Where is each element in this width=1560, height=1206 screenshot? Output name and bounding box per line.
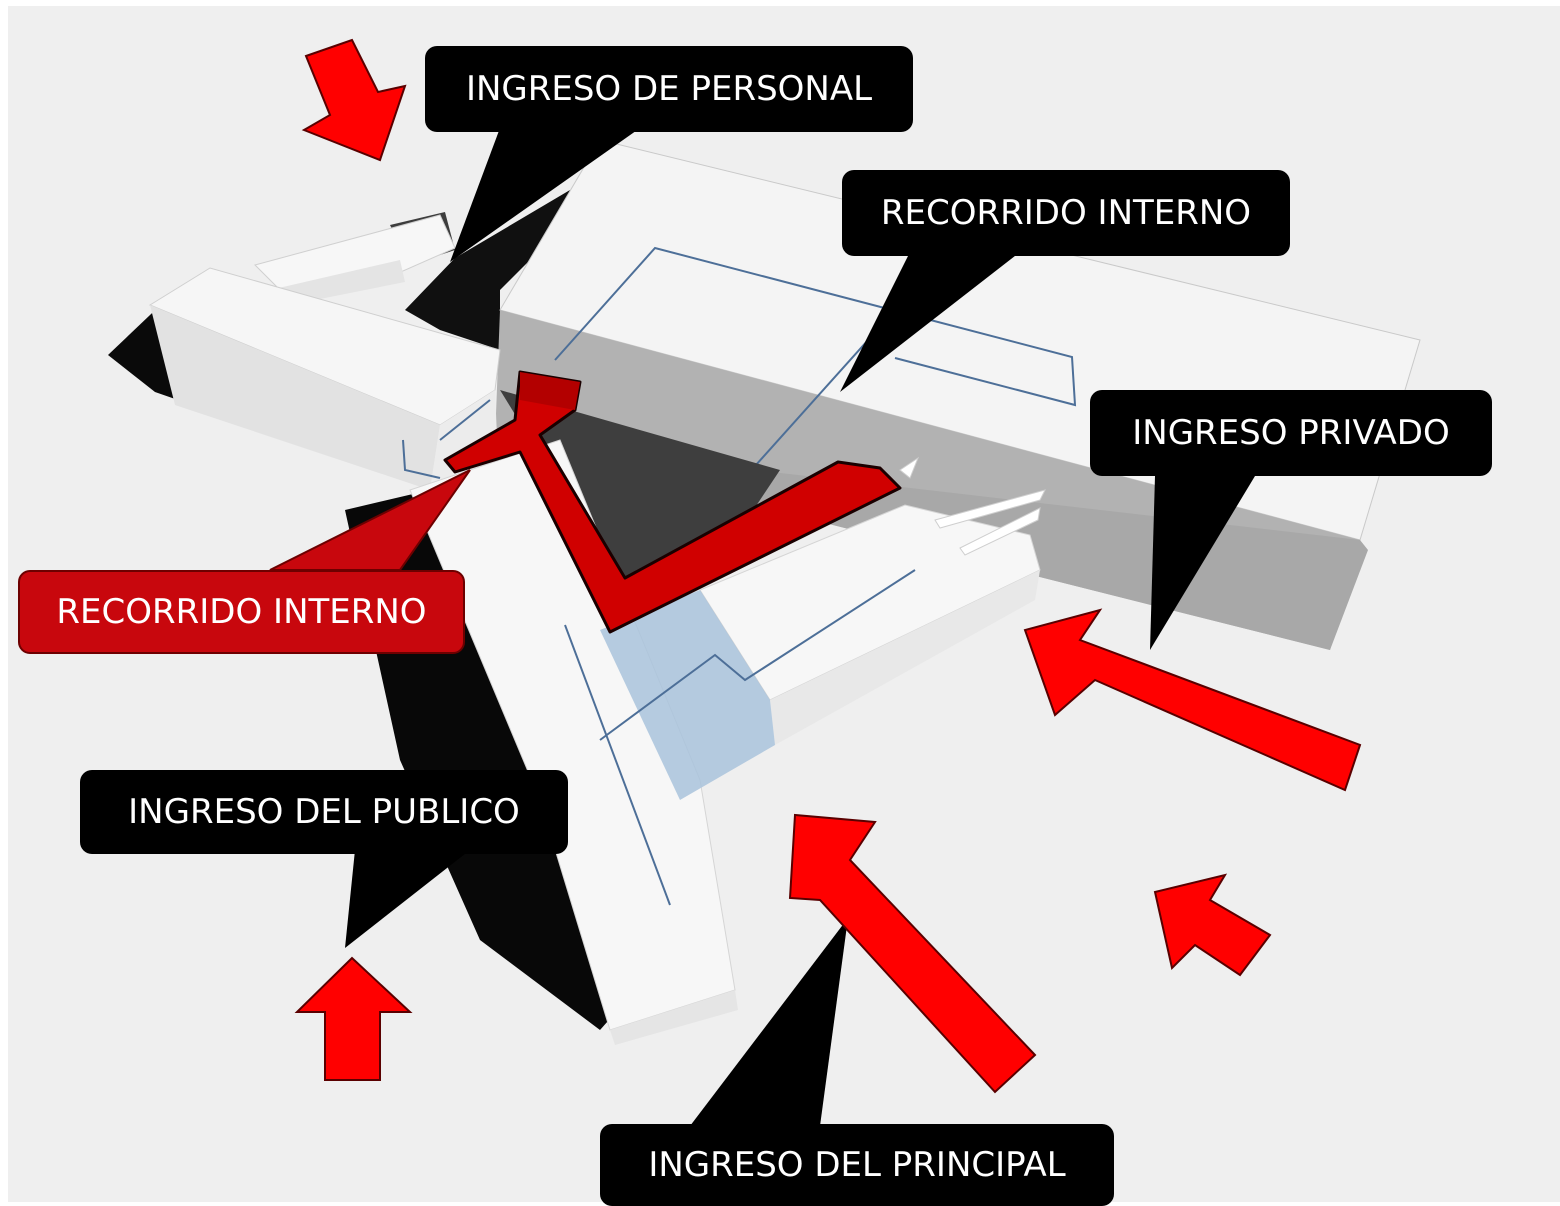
label-ingreso-publico: INGRESO DEL PUBLICO (80, 770, 568, 854)
callout-pointers (269, 128, 1255, 1126)
label-ingreso-privado: INGRESO PRIVADO (1090, 390, 1492, 476)
arrow-diagonal-icon (1153, 873, 1272, 977)
arrow-diagonal-icon (788, 813, 1037, 1094)
internal-path (443, 370, 902, 634)
arrow-down-icon (301, 38, 407, 162)
label-ingreso-personal: INGRESO DE PERSONAL (425, 46, 913, 132)
pointer-recorrido-interno (840, 252, 1020, 392)
pointer-ingreso-publico (345, 850, 470, 948)
pointer-ingreso-privado (1150, 476, 1255, 650)
label-recorrido-interno-top: RECORRIDO INTERNO (842, 170, 1290, 256)
label-recorrido-interno-red: RECORRIDO INTERNO (18, 570, 465, 654)
entry-arrows (294, 38, 1362, 1094)
pointer-ingreso-personal (450, 128, 640, 262)
arrow-up-icon (294, 956, 413, 1081)
arrow-diagonal-icon (1023, 608, 1362, 792)
label-ingreso-principal: INGRESO DEL PRINCIPAL (600, 1124, 1114, 1206)
pointer-ingreso-principal (690, 918, 848, 1126)
right-wing (599, 456, 1046, 800)
